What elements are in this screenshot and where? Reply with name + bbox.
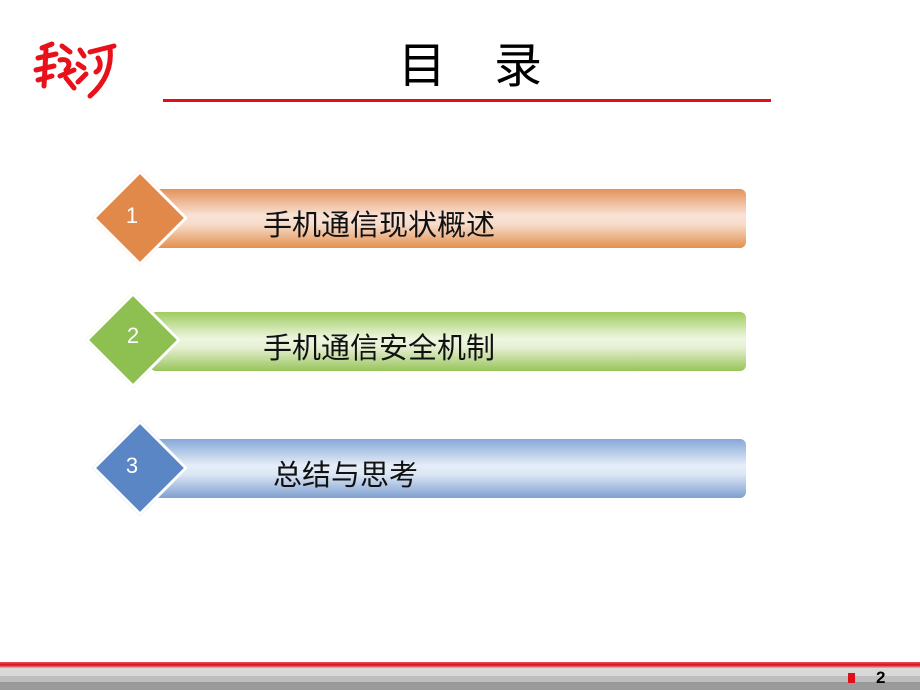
footer-band bbox=[0, 682, 920, 690]
toc-item-1[interactable]: 手机通信现状概述 bbox=[150, 189, 746, 248]
title-underline bbox=[163, 99, 771, 102]
footer-band bbox=[0, 676, 920, 682]
page-title: 目 录 bbox=[397, 38, 542, 94]
toc-item-label: 总结与思考 bbox=[273, 458, 419, 492]
toc-item-label: 手机通信安全机制 bbox=[263, 331, 496, 365]
toc-number: 2 bbox=[126, 323, 140, 348]
footer-band bbox=[0, 668, 920, 676]
logo bbox=[33, 41, 117, 99]
page-number: 2 bbox=[876, 668, 886, 687]
toc-item-2[interactable]: 手机通信安全机制 bbox=[150, 312, 746, 371]
toc-number: 3 bbox=[125, 453, 139, 478]
page-marker-icon bbox=[848, 673, 855, 683]
toc-item-3[interactable]: 总结与思考 bbox=[150, 439, 746, 498]
footer-red-line bbox=[0, 662, 920, 668]
toc-number: 1 bbox=[125, 203, 139, 228]
toc-item-label: 手机通信现状概述 bbox=[263, 208, 496, 242]
